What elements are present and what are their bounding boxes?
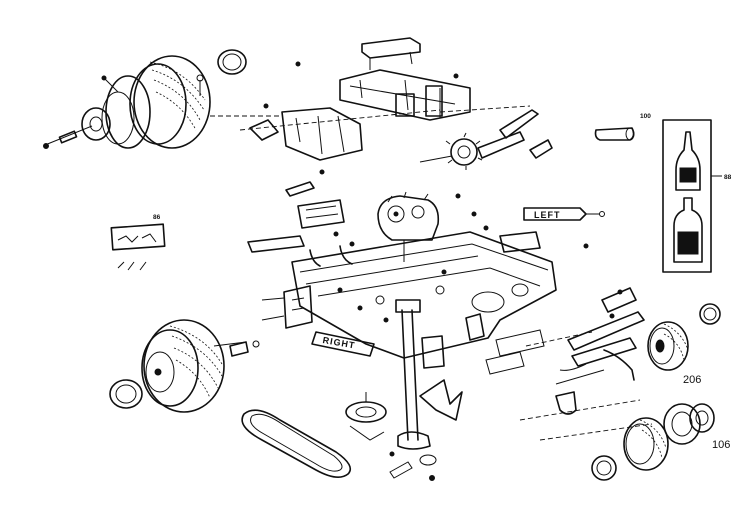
front-tire-right-upper [647,321,689,371]
callout-top-right: 100 [640,113,651,120]
frame-chassis [291,231,557,359]
rear-tire-top-left [133,55,211,149]
bottle-box-frame [662,119,712,273]
hub-cap-right-upper [699,303,721,325]
callout-bottle-box: 88 [724,174,732,181]
oil-can-icon [675,131,701,191]
sprocket [450,138,478,166]
callout-106: 106 [712,439,730,451]
drive-belt [241,409,352,478]
kit-frame [110,223,166,251]
steering-column [389,299,463,479]
pulley [345,392,387,441]
pulley-disc [345,401,387,423]
sprocket-drive [419,109,635,170]
main-frame [247,231,557,375]
belt [241,409,352,478]
hardware-kit: 86 [110,214,166,271]
hardware-fasteners [263,61,623,481]
left-tag: LEFT [523,207,605,221]
transaxle-assembly [285,181,440,262]
front-tire-right-lower [623,417,669,471]
lubricant-kit-box: 88 100 [640,113,732,273]
rim-right-lower [663,403,701,445]
front-wheel-right-lower: 106 [591,403,730,481]
front-tire-left [143,319,225,413]
callout-206: 206 [683,374,701,386]
rear-wheel-left-assembly [43,49,247,149]
hub-cap-right-lower [591,455,617,481]
left-label: LEFT [534,210,561,220]
seat-support-brackets [210,37,531,161]
front-axle-assembly [519,287,653,441]
front-wheel-right-upper: 206 [647,303,721,386]
hub-cap-top-left [81,107,111,141]
transaxle-housing [377,195,440,241]
front-wheel-left-assembly [109,319,260,413]
oil-bottle-icon [673,197,703,263]
callout-kit: 86 [153,214,161,221]
right-label: RIGHT [322,335,356,351]
hub-cap-disc-top [217,49,247,75]
hub-cap-front-left [109,379,143,409]
spacer-right-lower [689,403,715,433]
